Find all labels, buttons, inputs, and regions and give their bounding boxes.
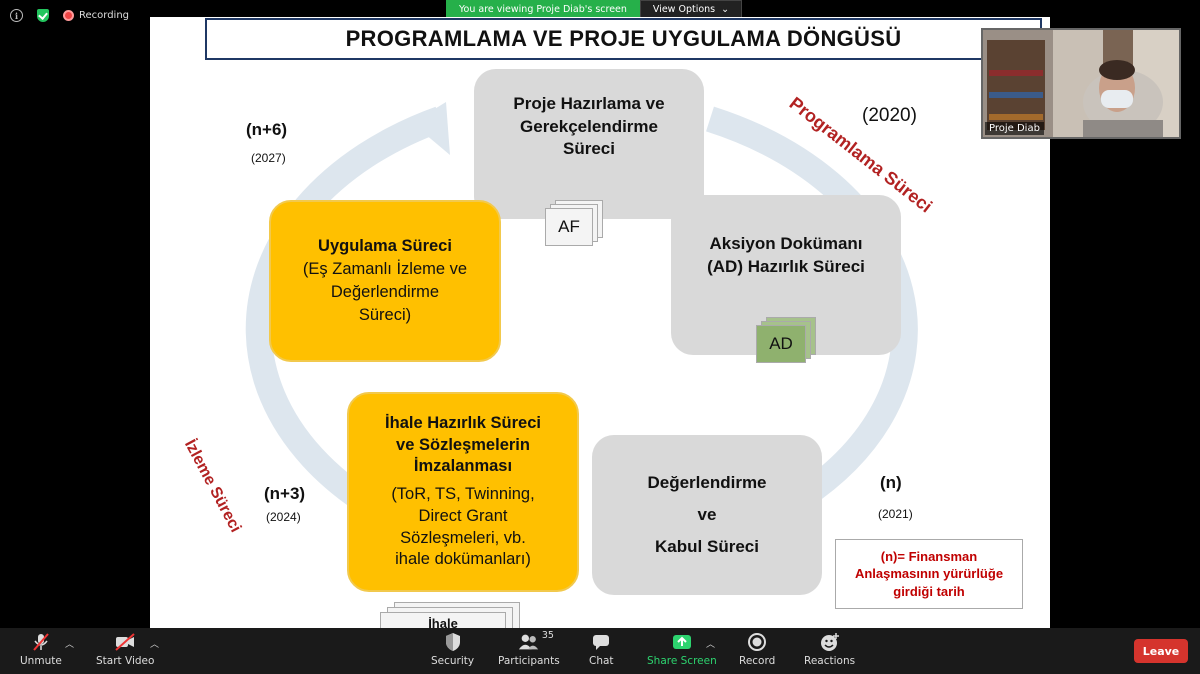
box-ihale-detail-3: Sözleşmeleri, vb.	[400, 528, 526, 547]
recording-label: Recording	[79, 10, 130, 21]
audio-options-caret-icon[interactable]: ︿	[65, 640, 75, 650]
record-button[interactable]: Record	[739, 632, 775, 667]
video-options-caret-icon[interactable]: ︿	[150, 640, 160, 650]
cycle-arrowhead	[412, 102, 450, 155]
label-n6: (n+6)	[246, 120, 288, 139]
info-icon[interactable]: i	[10, 9, 23, 22]
start-video-label: Start Video	[96, 655, 155, 667]
encryption-shield-icon[interactable]	[37, 9, 49, 22]
screen-share-banner: You are viewing Proje Diab's screen View…	[446, 0, 743, 19]
recording-dot-icon	[63, 10, 74, 21]
start-video-button[interactable]: Start Video	[96, 632, 154, 667]
participant-name: Proje Diab	[985, 122, 1044, 135]
doc-stack-ihale: İhale	[380, 602, 525, 628]
record-label: Record	[739, 655, 776, 667]
note-line-3: girdiği tarih	[893, 583, 965, 599]
label-2020: (2020)	[862, 105, 917, 126]
doc-ad-label: AD	[756, 325, 806, 363]
box-ihale-line-1: İhale Hazırlık Süreci	[385, 413, 541, 432]
viewing-screen-text: You are viewing Proje Diab's screen	[446, 0, 640, 19]
participant-video-tile[interactable]: Proje Diab	[981, 28, 1181, 139]
unmute-button[interactable]: Unmute	[20, 632, 62, 667]
share-screen-icon	[671, 632, 693, 652]
reactions-smiley-icon	[819, 632, 841, 652]
chat-bubble-icon	[590, 632, 612, 652]
chat-label: Chat	[589, 655, 614, 667]
security-button[interactable]: Security	[431, 632, 474, 667]
box-proje-line-3: Süreci	[563, 139, 615, 159]
participants-count: 35	[541, 630, 554, 641]
share-screen-label: Share Screen	[647, 655, 717, 667]
recording-indicator[interactable]: Recording	[63, 10, 129, 21]
chevron-down-icon: ⌄	[721, 4, 730, 15]
box-degerlendirme-line-3: Kabul Süreci	[655, 537, 759, 557]
unmute-label: Unmute	[20, 655, 62, 667]
box-uygulama-detail-1: (Eş Zamanlı İzleme ve	[302, 259, 468, 278]
box-proje-hazirlama: Proje Hazırlama ve Gerekçelendirme Sürec…	[474, 69, 704, 219]
view-options-label: View Options	[652, 4, 716, 15]
box-degerlendirme-line-1: Değerlendirme	[647, 472, 767, 492]
box-proje-line-2: Gerekçelendirme	[520, 116, 658, 136]
box-ihale-hazirlik: İhale Hazırlık Süreci ve Sözleşmelerin İ…	[347, 392, 579, 592]
slide-title: PROGRAMLAMA VE PROJE UYGULAMA DÖNGÜSÜ	[205, 18, 1042, 60]
box-ihale-line-3: İmzalanması	[413, 457, 513, 476]
reactions-label: Reactions	[804, 655, 856, 667]
note-line-1: (n)= Finansman	[880, 548, 978, 564]
label-2024: (2024)	[266, 510, 301, 524]
participant-video-feed	[983, 30, 1179, 137]
video-camera-off-icon	[114, 632, 136, 652]
label-2021: (2021)	[878, 507, 913, 521]
note-line-2: Anlaşmasının yürürlüğe	[854, 566, 1004, 582]
box-uygulama-detail-2: Değerlendirme	[330, 283, 440, 301]
box-ihale-detail-4: ihale dokümanları)	[395, 550, 531, 569]
security-label: Security	[431, 655, 475, 667]
box-degerlendirme-line-2: ve	[697, 504, 717, 524]
microphone-muted-icon	[30, 632, 52, 652]
box-proje-line-1: Proje Hazırlama ve	[513, 93, 665, 113]
box-aksiyon-line-2: (AD) Hazırlık Süreci	[707, 257, 865, 276]
participants-button[interactable]: 35 Participants	[498, 630, 560, 667]
chat-button[interactable]: Chat	[589, 632, 614, 667]
record-icon	[746, 632, 768, 652]
box-aksiyon-line-1: Aksiyon Dokümanı	[709, 234, 863, 254]
leave-button[interactable]: Leave	[1134, 639, 1188, 663]
participants-icon: 35	[518, 630, 554, 652]
security-shield-icon	[442, 632, 464, 652]
share-options-caret-icon[interactable]: ︿	[706, 640, 716, 650]
box-degerlendirme-kabul: Değerlendirme ve Kabul Süreci	[592, 435, 822, 595]
box-ihale-detail-2: Direct Grant	[418, 506, 508, 525]
shared-slide: PROGRAMLAMA VE PROJE UYGULAMA DÖNGÜSÜ Pr…	[150, 17, 1050, 628]
box-ihale-detail-1: (ToR, TS, Twinning,	[391, 485, 535, 504]
meeting-status-bar: i Recording	[10, 9, 129, 22]
doc-ihale-label: İhale	[380, 612, 506, 628]
doc-stack-ad: AD	[756, 317, 818, 367]
doc-stack-af: AF	[545, 200, 605, 248]
note-finansman: (n)= Finansman Anlaşmasının yürürlüğe gi…	[835, 539, 1023, 609]
participants-label: Participants	[498, 655, 560, 667]
share-screen-button[interactable]: Share Screen	[647, 632, 717, 667]
doc-af-label: AF	[545, 208, 593, 246]
box-uygulama-sureci: Uygulama Süreci (Eş Zamanlı İzleme ve De…	[269, 200, 501, 362]
box-uygulama-title: Uygulama Süreci	[318, 236, 452, 255]
box-aksiyon-dokumani: Aksiyon Dokümanı (AD) Hazırlık Süreci	[671, 195, 901, 355]
meeting-toolbar: Unmute ︿ Start Video ︿ Security 35 Parti…	[0, 628, 1200, 674]
box-uygulama-detail-3: Süreci)	[358, 306, 412, 325]
label-2027: (2027)	[251, 151, 286, 165]
box-ihale-line-2: ve Sözleşmelerin	[396, 435, 530, 454]
label-n3: (n+3)	[264, 484, 306, 503]
reactions-button[interactable]: Reactions	[804, 632, 855, 667]
label-n: (n)	[880, 473, 902, 492]
